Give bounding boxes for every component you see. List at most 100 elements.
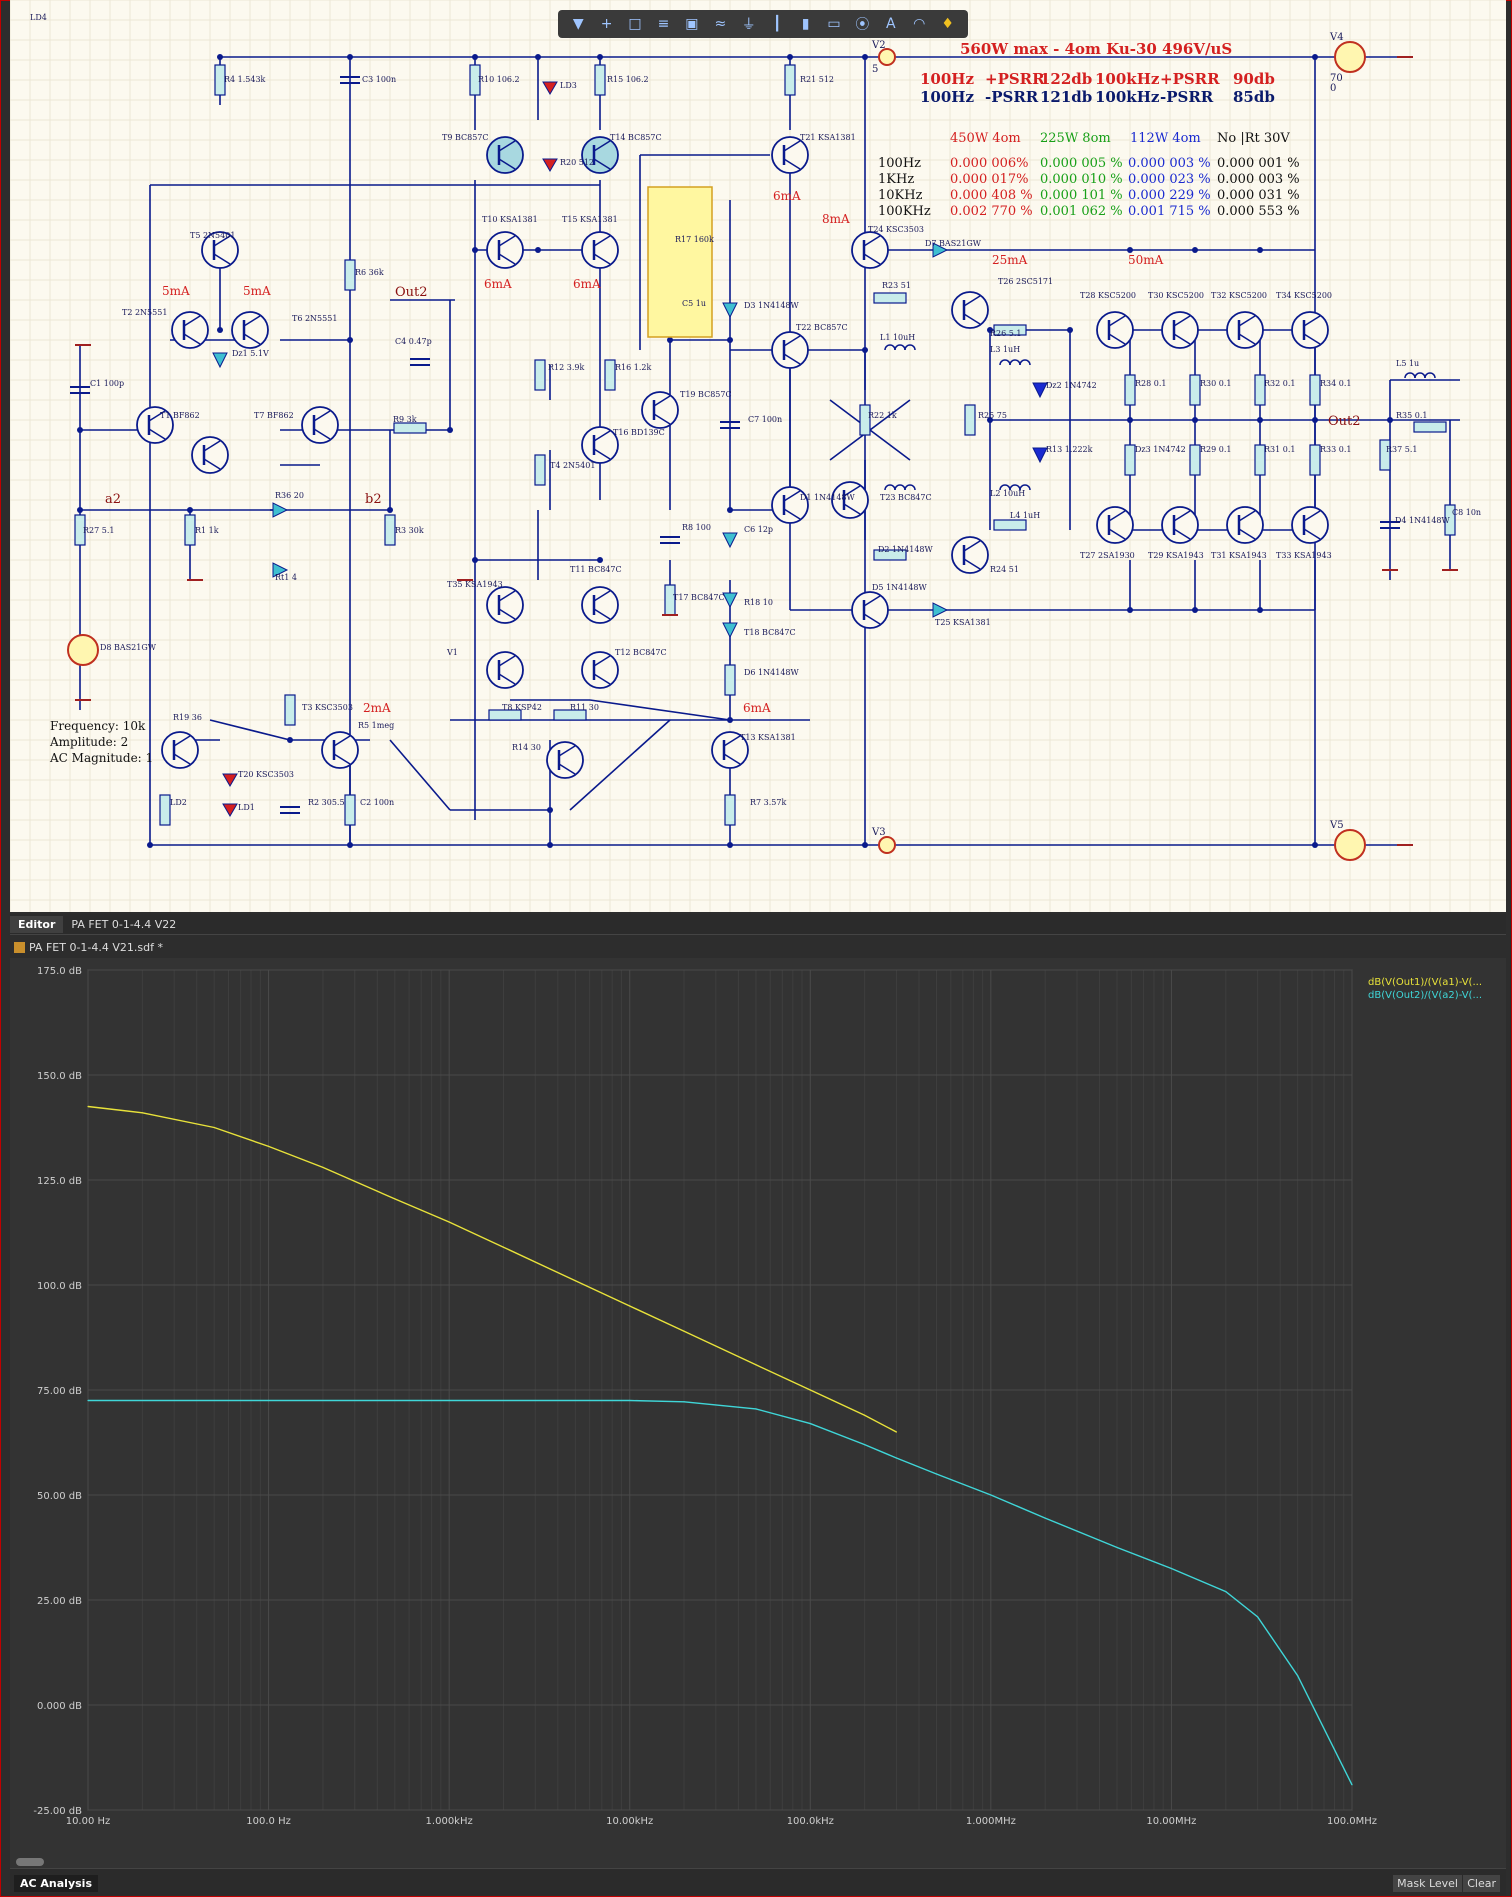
transistor-symbol[interactable] xyxy=(771,486,809,524)
inductor-coil[interactable] xyxy=(1019,359,1031,366)
resistor[interactable] xyxy=(1444,504,1456,536)
probe-icon[interactable]: ♦ xyxy=(941,16,954,32)
transistor-symbol[interactable] xyxy=(1161,506,1199,544)
diode[interactable] xyxy=(212,352,228,369)
resistor[interactable] xyxy=(964,404,976,436)
inductor-coil[interactable] xyxy=(894,344,906,351)
led[interactable] xyxy=(542,158,558,172)
resistor[interactable] xyxy=(1309,374,1321,406)
resistor[interactable] xyxy=(1189,444,1201,476)
resistor[interactable] xyxy=(1189,374,1201,406)
legend-entry-1[interactable]: dB(V(Out1)/(V(a1)-V(... xyxy=(1368,977,1482,988)
highlight-box-r17-c5[interactable] xyxy=(647,186,713,338)
resistor[interactable] xyxy=(993,519,1027,531)
transistor-symbol[interactable] xyxy=(1096,311,1134,349)
transistor-symbol[interactable] xyxy=(1291,311,1329,349)
led[interactable] xyxy=(222,803,238,817)
supply-source[interactable] xyxy=(1334,41,1366,73)
resistor[interactable] xyxy=(159,794,171,826)
resistor[interactable] xyxy=(284,694,296,726)
transistor-symbol[interactable] xyxy=(581,586,619,624)
supply-source[interactable] xyxy=(878,48,896,66)
transistor-symbol[interactable] xyxy=(486,651,524,689)
port-icon[interactable]: ▭ xyxy=(827,16,841,32)
resistor[interactable] xyxy=(214,64,226,96)
transistor-symbol[interactable] xyxy=(171,311,209,349)
diode[interactable] xyxy=(722,622,738,639)
align-icon[interactable]: ≡ xyxy=(657,16,670,32)
inductor-coil[interactable] xyxy=(904,344,916,351)
transistor-symbol[interactable] xyxy=(831,481,869,519)
resistor[interactable] xyxy=(993,324,1027,336)
resistor[interactable] xyxy=(873,292,907,304)
diode[interactable] xyxy=(932,242,949,258)
transistor-symbol[interactable] xyxy=(1096,506,1134,544)
resistor[interactable] xyxy=(594,64,606,96)
diode[interactable] xyxy=(722,532,738,549)
tab-document[interactable]: PA FET 0-1-4.4 V22 xyxy=(71,917,177,931)
resistor[interactable] xyxy=(1254,444,1266,476)
ac-source-v1[interactable] xyxy=(67,634,99,666)
arc-icon[interactable]: ◠ xyxy=(913,16,926,32)
diode[interactable] xyxy=(1032,382,1048,399)
resistor[interactable] xyxy=(724,794,736,826)
resistor[interactable] xyxy=(1413,421,1447,433)
resistor[interactable] xyxy=(344,259,356,291)
resistor[interactable] xyxy=(74,514,86,546)
transistor-symbol[interactable] xyxy=(951,291,989,329)
transistor-symbol[interactable] xyxy=(641,391,679,429)
led[interactable] xyxy=(542,81,558,95)
diode[interactable] xyxy=(272,502,289,518)
diode[interactable] xyxy=(722,592,738,609)
transistor-symbol[interactable] xyxy=(1226,506,1264,544)
resistor[interactable] xyxy=(553,709,587,721)
transistor-symbol[interactable] xyxy=(711,731,749,769)
schematic-drawing[interactable]: 560W max - 4om Ku-30 496V/uS100Hz+PSRR12… xyxy=(10,0,1506,912)
transistor-symbol[interactable] xyxy=(581,651,619,689)
transistor-symbol[interactable] xyxy=(301,406,339,444)
filter-icon[interactable]: ▼ xyxy=(572,16,584,32)
supply-source[interactable] xyxy=(878,836,896,854)
transistor-symbol[interactable] xyxy=(321,731,359,769)
resistor[interactable] xyxy=(488,709,522,721)
transistor-symbol[interactable] xyxy=(771,331,809,369)
resistor[interactable] xyxy=(384,514,396,546)
transistor-symbol[interactable] xyxy=(1291,506,1329,544)
inductor-coil[interactable] xyxy=(1009,359,1021,366)
resistor[interactable] xyxy=(469,64,481,96)
transistor-symbol[interactable] xyxy=(851,591,889,629)
transistor-symbol[interactable] xyxy=(951,536,989,574)
ac-analysis-tab[interactable]: AC Analysis xyxy=(14,1875,98,1892)
net-label-icon[interactable]: ⦿ xyxy=(855,17,870,33)
transistor-symbol[interactable] xyxy=(136,406,174,444)
resistor[interactable] xyxy=(1124,444,1136,476)
bus-icon[interactable]: ┃ xyxy=(772,16,782,32)
transistor-symbol[interactable] xyxy=(581,426,619,464)
tab-editor[interactable]: Editor xyxy=(10,915,64,933)
inductor-coil[interactable] xyxy=(1424,372,1436,379)
resistor[interactable] xyxy=(534,359,546,391)
resistor[interactable] xyxy=(1124,374,1136,406)
transistor-symbol[interactable] xyxy=(546,741,584,779)
diode[interactable] xyxy=(1032,447,1048,464)
resistor[interactable] xyxy=(534,454,546,486)
resistor[interactable] xyxy=(393,422,427,434)
transistor-symbol[interactable] xyxy=(161,731,199,769)
resistor[interactable] xyxy=(1254,374,1266,406)
transistor-symbol[interactable] xyxy=(191,436,229,474)
part-icon[interactable]: ▮ xyxy=(801,16,810,32)
transistor-symbol[interactable] xyxy=(201,231,239,269)
resistor[interactable] xyxy=(1379,439,1391,471)
resistor[interactable] xyxy=(859,404,871,436)
transistor-symbol[interactable] xyxy=(486,136,524,174)
legend-entry-2[interactable]: dB(V(Out2)/(V(a2)-V(... xyxy=(1368,990,1482,1001)
resistor[interactable] xyxy=(1309,444,1321,476)
transistor-symbol[interactable] xyxy=(231,311,269,349)
inductor-coil[interactable] xyxy=(904,484,916,491)
resistor[interactable] xyxy=(724,664,736,696)
mask-level-button[interactable]: Mask Level xyxy=(1393,1875,1462,1892)
inductor-coil[interactable] xyxy=(1414,372,1426,379)
diode[interactable] xyxy=(722,302,738,319)
resistor[interactable] xyxy=(344,794,356,826)
